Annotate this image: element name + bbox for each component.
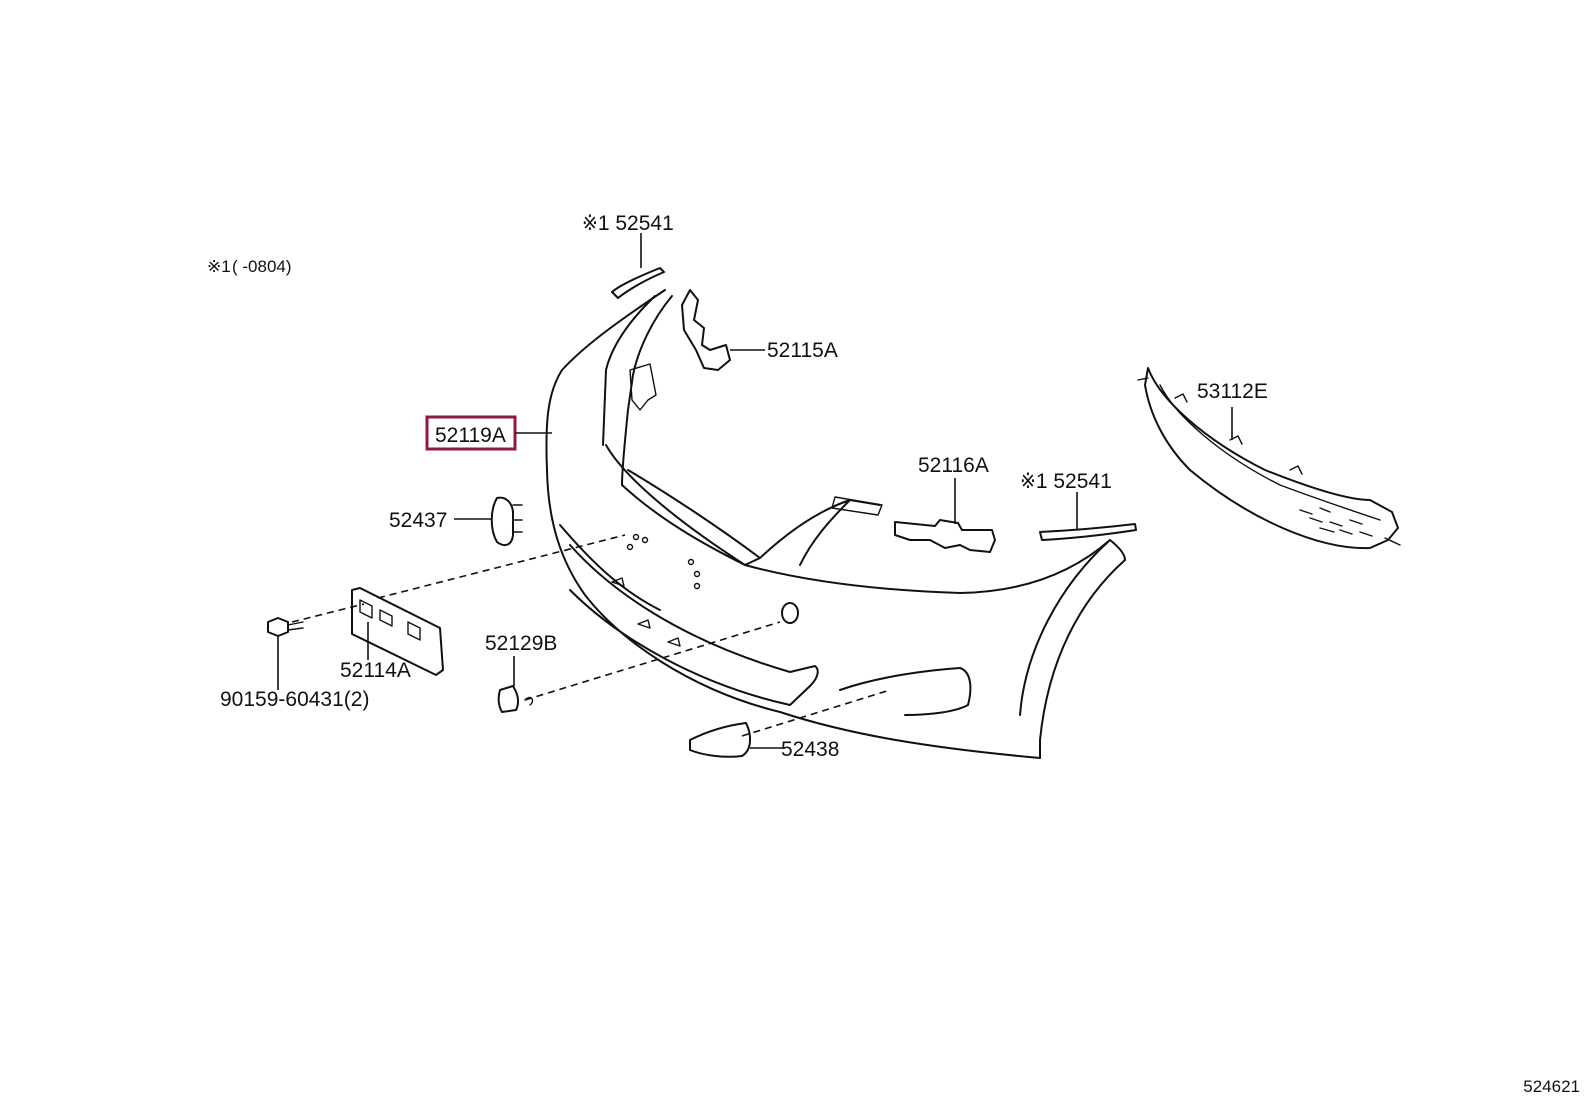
support-center-drawing[interactable] (894, 519, 996, 553)
cover-lower-drawing[interactable] (689, 722, 752, 758)
tow-hole (781, 602, 799, 624)
cover-upper-drawing[interactable] (490, 496, 514, 547)
license-bracket-drawing[interactable] (351, 587, 444, 676)
label-plug[interactable]: 52129B (485, 632, 557, 655)
bumper-cover-drawing[interactable] (545, 289, 1126, 759)
diagram-id: 524621 (1523, 1077, 1580, 1096)
strip-side-drawing[interactable] (1039, 523, 1137, 541)
assembly-line-bolt (291, 603, 365, 623)
assembly-line-cover-lower (741, 689, 891, 737)
label-strip-top[interactable]: ※1 52541 (582, 212, 674, 235)
strip-top-drawing[interactable] (611, 267, 665, 299)
label-cover-lower[interactable]: 52438 (781, 738, 839, 761)
label-strip-side[interactable]: ※1 52541 (1020, 470, 1112, 493)
note-marker: ※1 (207, 257, 231, 276)
assembly-line-plug (524, 621, 781, 701)
grille-drawing[interactable] (1137, 367, 1401, 550)
label-bumper-cover[interactable]: 52119A (435, 424, 506, 447)
label-support-center[interactable]: 52116A (918, 454, 989, 477)
label-bracket-upper[interactable]: 52115A (767, 339, 838, 362)
label-cover-upper[interactable]: 52437 (389, 509, 447, 532)
note-range: ( -0804) (232, 257, 292, 276)
bolt-drawing[interactable] (267, 617, 304, 637)
assembly-line-bracket (377, 534, 626, 599)
label-bolt[interactable]: 90159-60431(2) (220, 688, 369, 711)
label-grille[interactable]: 53112E (1197, 380, 1268, 403)
label-license-bracket[interactable]: 52114A (340, 659, 411, 682)
bracket-upper-drawing[interactable] (681, 289, 731, 371)
plug-drawing[interactable] (497, 685, 520, 713)
